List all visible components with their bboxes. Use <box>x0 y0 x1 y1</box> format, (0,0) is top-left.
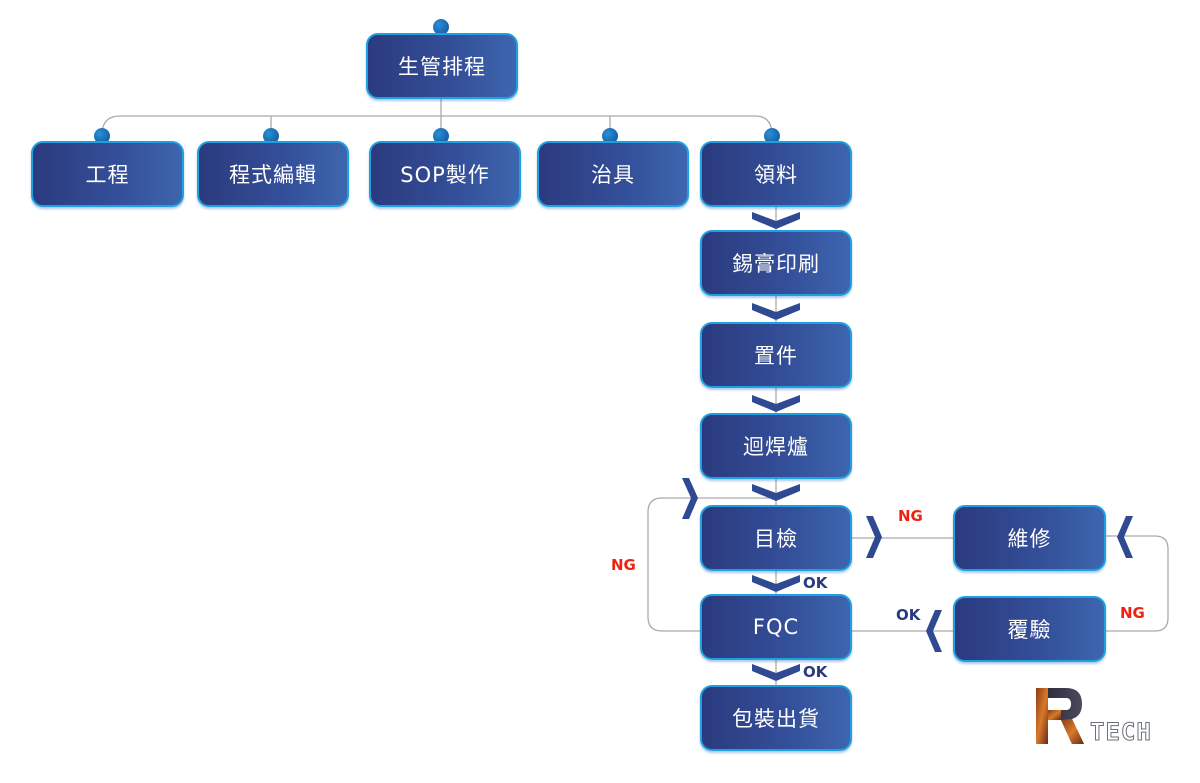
node-fixture: 治具 <box>537 141 689 207</box>
edge-label-inspect-ok: OK <box>803 574 828 592</box>
node-label: 生管排程 <box>398 55 486 79</box>
edge-label-fqc-ok: OK <box>803 663 828 681</box>
connector-dot <box>764 128 780 144</box>
node-reflow: 迴焊爐 <box>700 413 852 479</box>
chevron-down-icon <box>752 664 800 681</box>
edge-label-fqc-ng: NG <box>611 556 636 574</box>
chevron-down-icon <box>752 484 800 501</box>
chevron-down-icon <box>752 395 800 412</box>
node-label: 領料 <box>754 163 798 187</box>
node-label: 覆驗 <box>1007 618 1052 642</box>
chevron-left-icon <box>1117 516 1133 558</box>
node-label: 目檢 <box>754 527 798 551</box>
connector-dot <box>94 128 110 144</box>
node-packing: 包裝出貨 <box>700 685 852 751</box>
edge-label-recheck-ng: NG <box>1120 604 1145 622</box>
connector-dot <box>263 128 279 144</box>
connector-fqc-ng-loop <box>647 497 776 632</box>
node-label: FQC <box>752 615 800 639</box>
node-material: 領料 <box>700 141 852 207</box>
node-placement: 置件 <box>700 322 852 388</box>
edge-label-recheck-ok: OK <box>896 606 921 624</box>
node-label: 維修 <box>1007 527 1052 551</box>
node-repair: 維修 <box>953 505 1106 571</box>
node-engineering: 工程 <box>31 141 184 207</box>
logo-r-icon <box>1036 688 1084 744</box>
connector-bus <box>101 115 773 136</box>
node-sop: SOP製作 <box>369 141 521 207</box>
connector-recheck-ng-loop <box>1105 535 1169 632</box>
connector-dot <box>433 19 449 35</box>
node-label: 治具 <box>591 163 635 187</box>
chevron-down-icon <box>752 575 800 592</box>
node-label: 錫膏印刷 <box>732 252 820 276</box>
node-visual-inspection: 目檢 <box>700 505 852 571</box>
chevron-right-icon <box>866 516 882 558</box>
node-recheck: 覆驗 <box>953 596 1106 662</box>
node-label: 程式編輯 <box>229 163 317 187</box>
node-label: 工程 <box>85 163 130 187</box>
connector-dot <box>602 128 618 144</box>
node-label: 包裝出貨 <box>732 707 820 731</box>
node-label: 迴焊爐 <box>743 435 809 459</box>
node-program-edit: 程式編輯 <box>197 141 349 207</box>
edge-label-inspect-ng: NG <box>898 507 923 525</box>
node-root: 生管排程 <box>366 33 518 99</box>
chevron-right-icon <box>682 478 698 519</box>
node-fqc: FQC <box>700 594 852 660</box>
node-solder-print: 錫膏印刷 <box>700 230 852 296</box>
chevron-left-icon <box>926 610 942 652</box>
chevron-down-icon <box>752 212 800 229</box>
node-label: SOP製作 <box>400 163 490 187</box>
connector-dot <box>433 128 449 144</box>
logo-text: TECH <box>1090 718 1152 747</box>
node-label: 置件 <box>754 344 798 368</box>
rtech-logo: TECH <box>1034 686 1174 747</box>
chevron-down-icon <box>752 303 800 320</box>
